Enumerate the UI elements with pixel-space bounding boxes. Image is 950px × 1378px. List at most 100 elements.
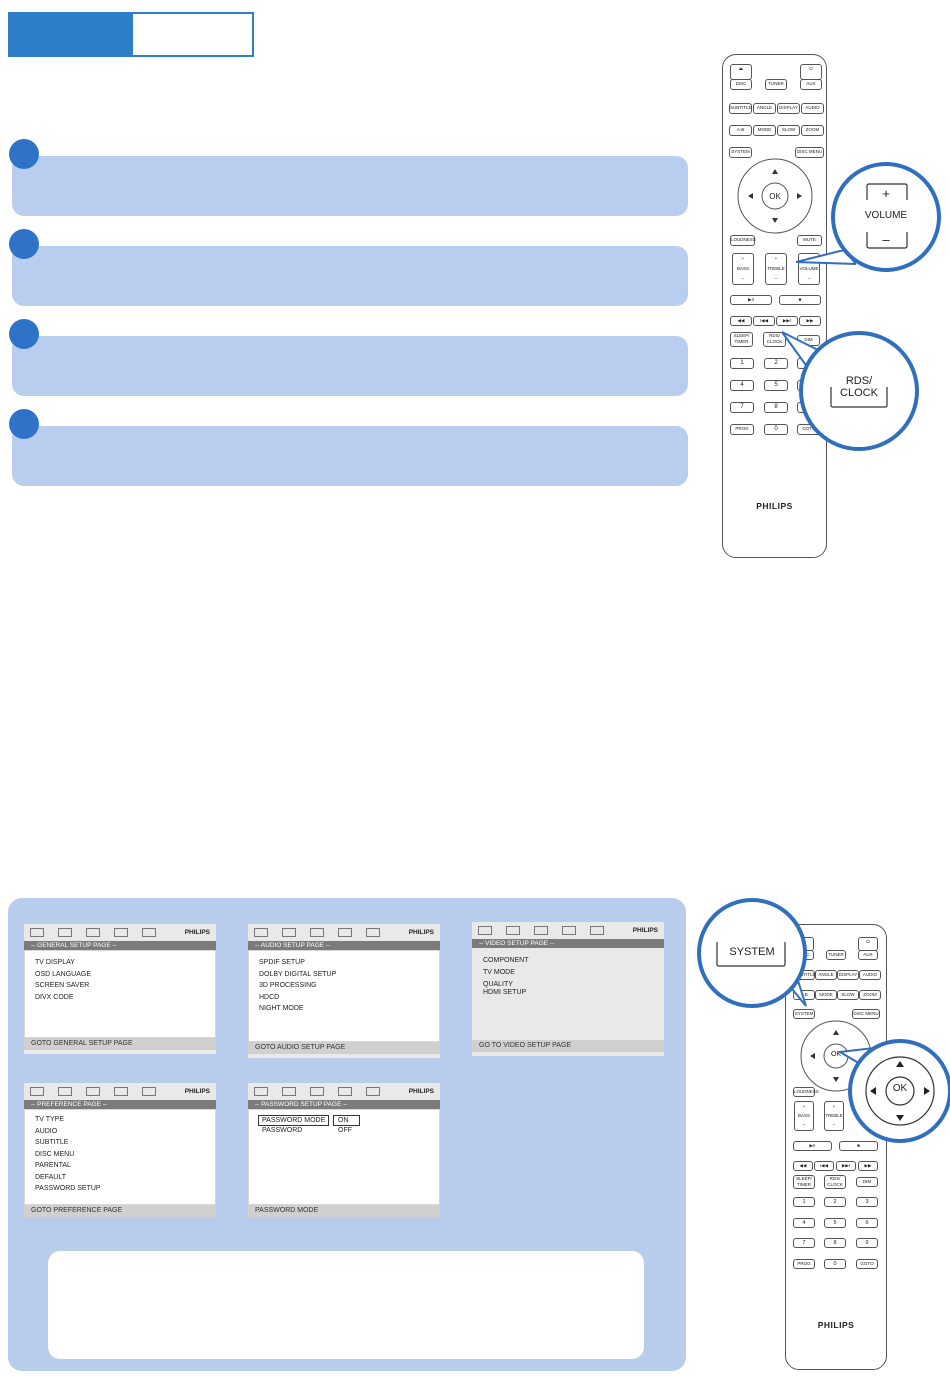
tuner-button[interactable]: TUNER: [765, 79, 787, 90]
prog-button[interactable]: PROG: [730, 424, 754, 435]
power-button[interactable]: ⏻: [858, 937, 878, 951]
osd-menu-item[interactable]: QUALITY: [483, 981, 513, 988]
display-button[interactable]: DISPLAY: [837, 970, 859, 980]
goto-button[interactable]: GOTO: [856, 1259, 878, 1269]
number-8-button[interactable]: 8: [764, 402, 788, 413]
osd-menu-item[interactable]: SPDIF SETUP: [259, 959, 305, 966]
osd-menu-item[interactable]: DOLBY DIGITAL SETUP: [259, 970, 337, 978]
stop-button[interactable]: ■: [839, 1141, 878, 1151]
password-mode-row[interactable]: PASSWORD MODE ON: [249, 1115, 439, 1126]
tuner-button[interactable]: TUNER: [826, 950, 846, 960]
bass-label: BASS: [736, 266, 749, 271]
sleep-timer-button[interactable]: SLEEP/ TIMER: [793, 1175, 815, 1189]
play-pause-button[interactable]: ▶II: [730, 295, 772, 305]
aux-button[interactable]: AUX: [858, 950, 878, 960]
osd-menu-item[interactable]: NIGHT MODE: [259, 1005, 304, 1012]
zoom-button[interactable]: ZOOM: [859, 990, 881, 1000]
osd-menu-item[interactable]: DISC MENU: [35, 1150, 75, 1158]
step-marker-4: [9, 409, 39, 439]
sleep-timer-button[interactable]: SLEEP/ TIMER: [730, 332, 753, 347]
system-button[interactable]: SYSTEM: [729, 147, 752, 158]
aux-button[interactable]: AUX: [800, 79, 822, 90]
number-4-button[interactable]: 4: [793, 1218, 815, 1228]
mode-button[interactable]: MODE: [753, 125, 776, 136]
osd-menu-item[interactable]: SCREEN SAVER: [35, 982, 90, 989]
rds-clock-button[interactable]: RDS/ CLOCK: [763, 332, 786, 347]
preference-icon: [338, 928, 352, 937]
osd-title: -- PREFERENCE PAGE --: [24, 1100, 216, 1109]
osd-audio-setup: PHILIPS -- AUDIO SETUP PAGE -- SPDIF SET…: [248, 924, 440, 1058]
osd-menu-item[interactable]: 3D PROCESSING: [259, 982, 317, 989]
osd-menu-item[interactable]: TV MODE: [483, 968, 515, 976]
eject-button[interactable]: ⏏: [730, 64, 752, 80]
audio-button[interactable]: AUDIO: [859, 970, 881, 980]
disc-button[interactable]: DISC: [730, 79, 752, 90]
system-button[interactable]: SYSTEM: [793, 1009, 815, 1019]
play-pause-button[interactable]: ▶II: [793, 1141, 832, 1151]
angle-button[interactable]: ANGLE: [753, 103, 776, 114]
osd-menu-item[interactable]: DIVX CODE: [35, 993, 74, 1001]
osd-menu-item[interactable]: HDMI SETUP: [483, 989, 527, 996]
number-5-button[interactable]: 5: [824, 1218, 846, 1228]
audio-button[interactable]: AUDIO: [801, 103, 824, 114]
number-8-button[interactable]: 8: [824, 1238, 846, 1248]
number-9-button[interactable]: 9: [856, 1238, 878, 1248]
osd-menu-item[interactable]: COMPONENT: [483, 957, 529, 964]
speaker-icon: [58, 1087, 72, 1096]
password-row[interactable]: PASSWORD OFF: [249, 1126, 439, 1137]
display-button[interactable]: DISPLAY: [777, 103, 800, 114]
rds-clock-button[interactable]: RDS/ CLOCK: [824, 1175, 846, 1189]
treble-button[interactable]: + TREBLE –: [824, 1101, 844, 1131]
zoom-button[interactable]: ZOOM: [801, 125, 824, 136]
number-1-button[interactable]: 1: [730, 358, 754, 369]
number-0-button[interactable]: 0: [824, 1259, 846, 1269]
number-4-button[interactable]: 4: [730, 380, 754, 391]
osd-menu-item[interactable]: AUDIO: [35, 1127, 58, 1135]
osd-menu-item[interactable]: TV TYPE: [35, 1116, 65, 1123]
previous-button[interactable]: I◀◀: [814, 1161, 834, 1171]
number-6-button[interactable]: 6: [856, 1218, 878, 1228]
mode-button[interactable]: MODE: [815, 990, 837, 1000]
mute-button[interactable]: MUTE: [797, 235, 822, 246]
number-5-button[interactable]: 5: [764, 380, 788, 391]
next-button[interactable]: ▶▶I: [776, 316, 798, 326]
bass-button[interactable]: + BASS –: [794, 1101, 814, 1131]
stop-button[interactable]: ■: [779, 295, 821, 305]
prog-button[interactable]: PROG: [793, 1259, 815, 1269]
disc-menu-button[interactable]: DISC MENU: [852, 1009, 880, 1019]
previous-button[interactable]: I◀◀: [753, 316, 775, 326]
dim-button[interactable]: DIM: [856, 1177, 878, 1187]
number-2-button[interactable]: 2: [824, 1197, 846, 1207]
loudness-button[interactable]: LOUDNESS: [730, 235, 756, 246]
subtitle-button[interactable]: SUBTITLE: [729, 103, 752, 114]
osd-menu-item[interactable]: PASSWORD SETUP: [35, 1185, 101, 1192]
osd-menu-item[interactable]: SUBTITLE: [35, 1139, 69, 1146]
osd-menu-item[interactable]: DEFAULT: [35, 1173, 66, 1181]
osd-menu-item[interactable]: TV DISPLAY: [35, 959, 75, 966]
number-2-button[interactable]: 2: [764, 358, 788, 369]
angle-button[interactable]: ANGLE: [815, 970, 837, 980]
forward-button[interactable]: ▶▶: [858, 1161, 878, 1171]
speaker-icon: [506, 926, 520, 935]
power-button[interactable]: ⏻: [800, 64, 822, 80]
rewind-button[interactable]: ◀◀: [730, 316, 752, 326]
treble-button[interactable]: + TREBLE –: [765, 253, 787, 285]
osd-menu-item[interactable]: HDCD: [259, 993, 280, 1001]
a-b-button[interactable]: A-B: [729, 125, 752, 136]
number-0-button[interactable]: 0: [764, 424, 788, 435]
rewind-button[interactable]: ◀◀: [793, 1161, 813, 1171]
number-1-button[interactable]: 1: [793, 1197, 815, 1207]
bass-button[interactable]: + BASS –: [732, 253, 754, 285]
next-button[interactable]: ▶▶I: [836, 1161, 856, 1171]
disc-menu-button[interactable]: DISC MENU: [795, 147, 824, 158]
slow-button[interactable]: SLOW: [837, 990, 859, 1000]
number-7-button[interactable]: 7: [730, 402, 754, 413]
loudness-button[interactable]: LOUDNESS: [793, 1087, 819, 1097]
number-3-button[interactable]: 3: [856, 1197, 878, 1207]
number-7-button[interactable]: 7: [793, 1238, 815, 1248]
navigation-pad[interactable]: [736, 157, 814, 235]
slow-button[interactable]: SLOW: [777, 125, 800, 136]
forward-button[interactable]: ▶▶: [799, 316, 821, 326]
osd-menu-item[interactable]: OSD LANGUAGE: [35, 970, 92, 978]
osd-menu-item[interactable]: PARENTAL: [35, 1162, 71, 1169]
